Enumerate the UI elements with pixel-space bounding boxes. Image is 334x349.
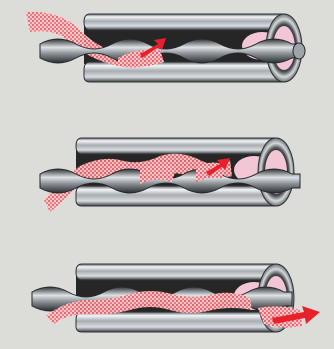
rotor-tip-1 bbox=[293, 43, 305, 59]
